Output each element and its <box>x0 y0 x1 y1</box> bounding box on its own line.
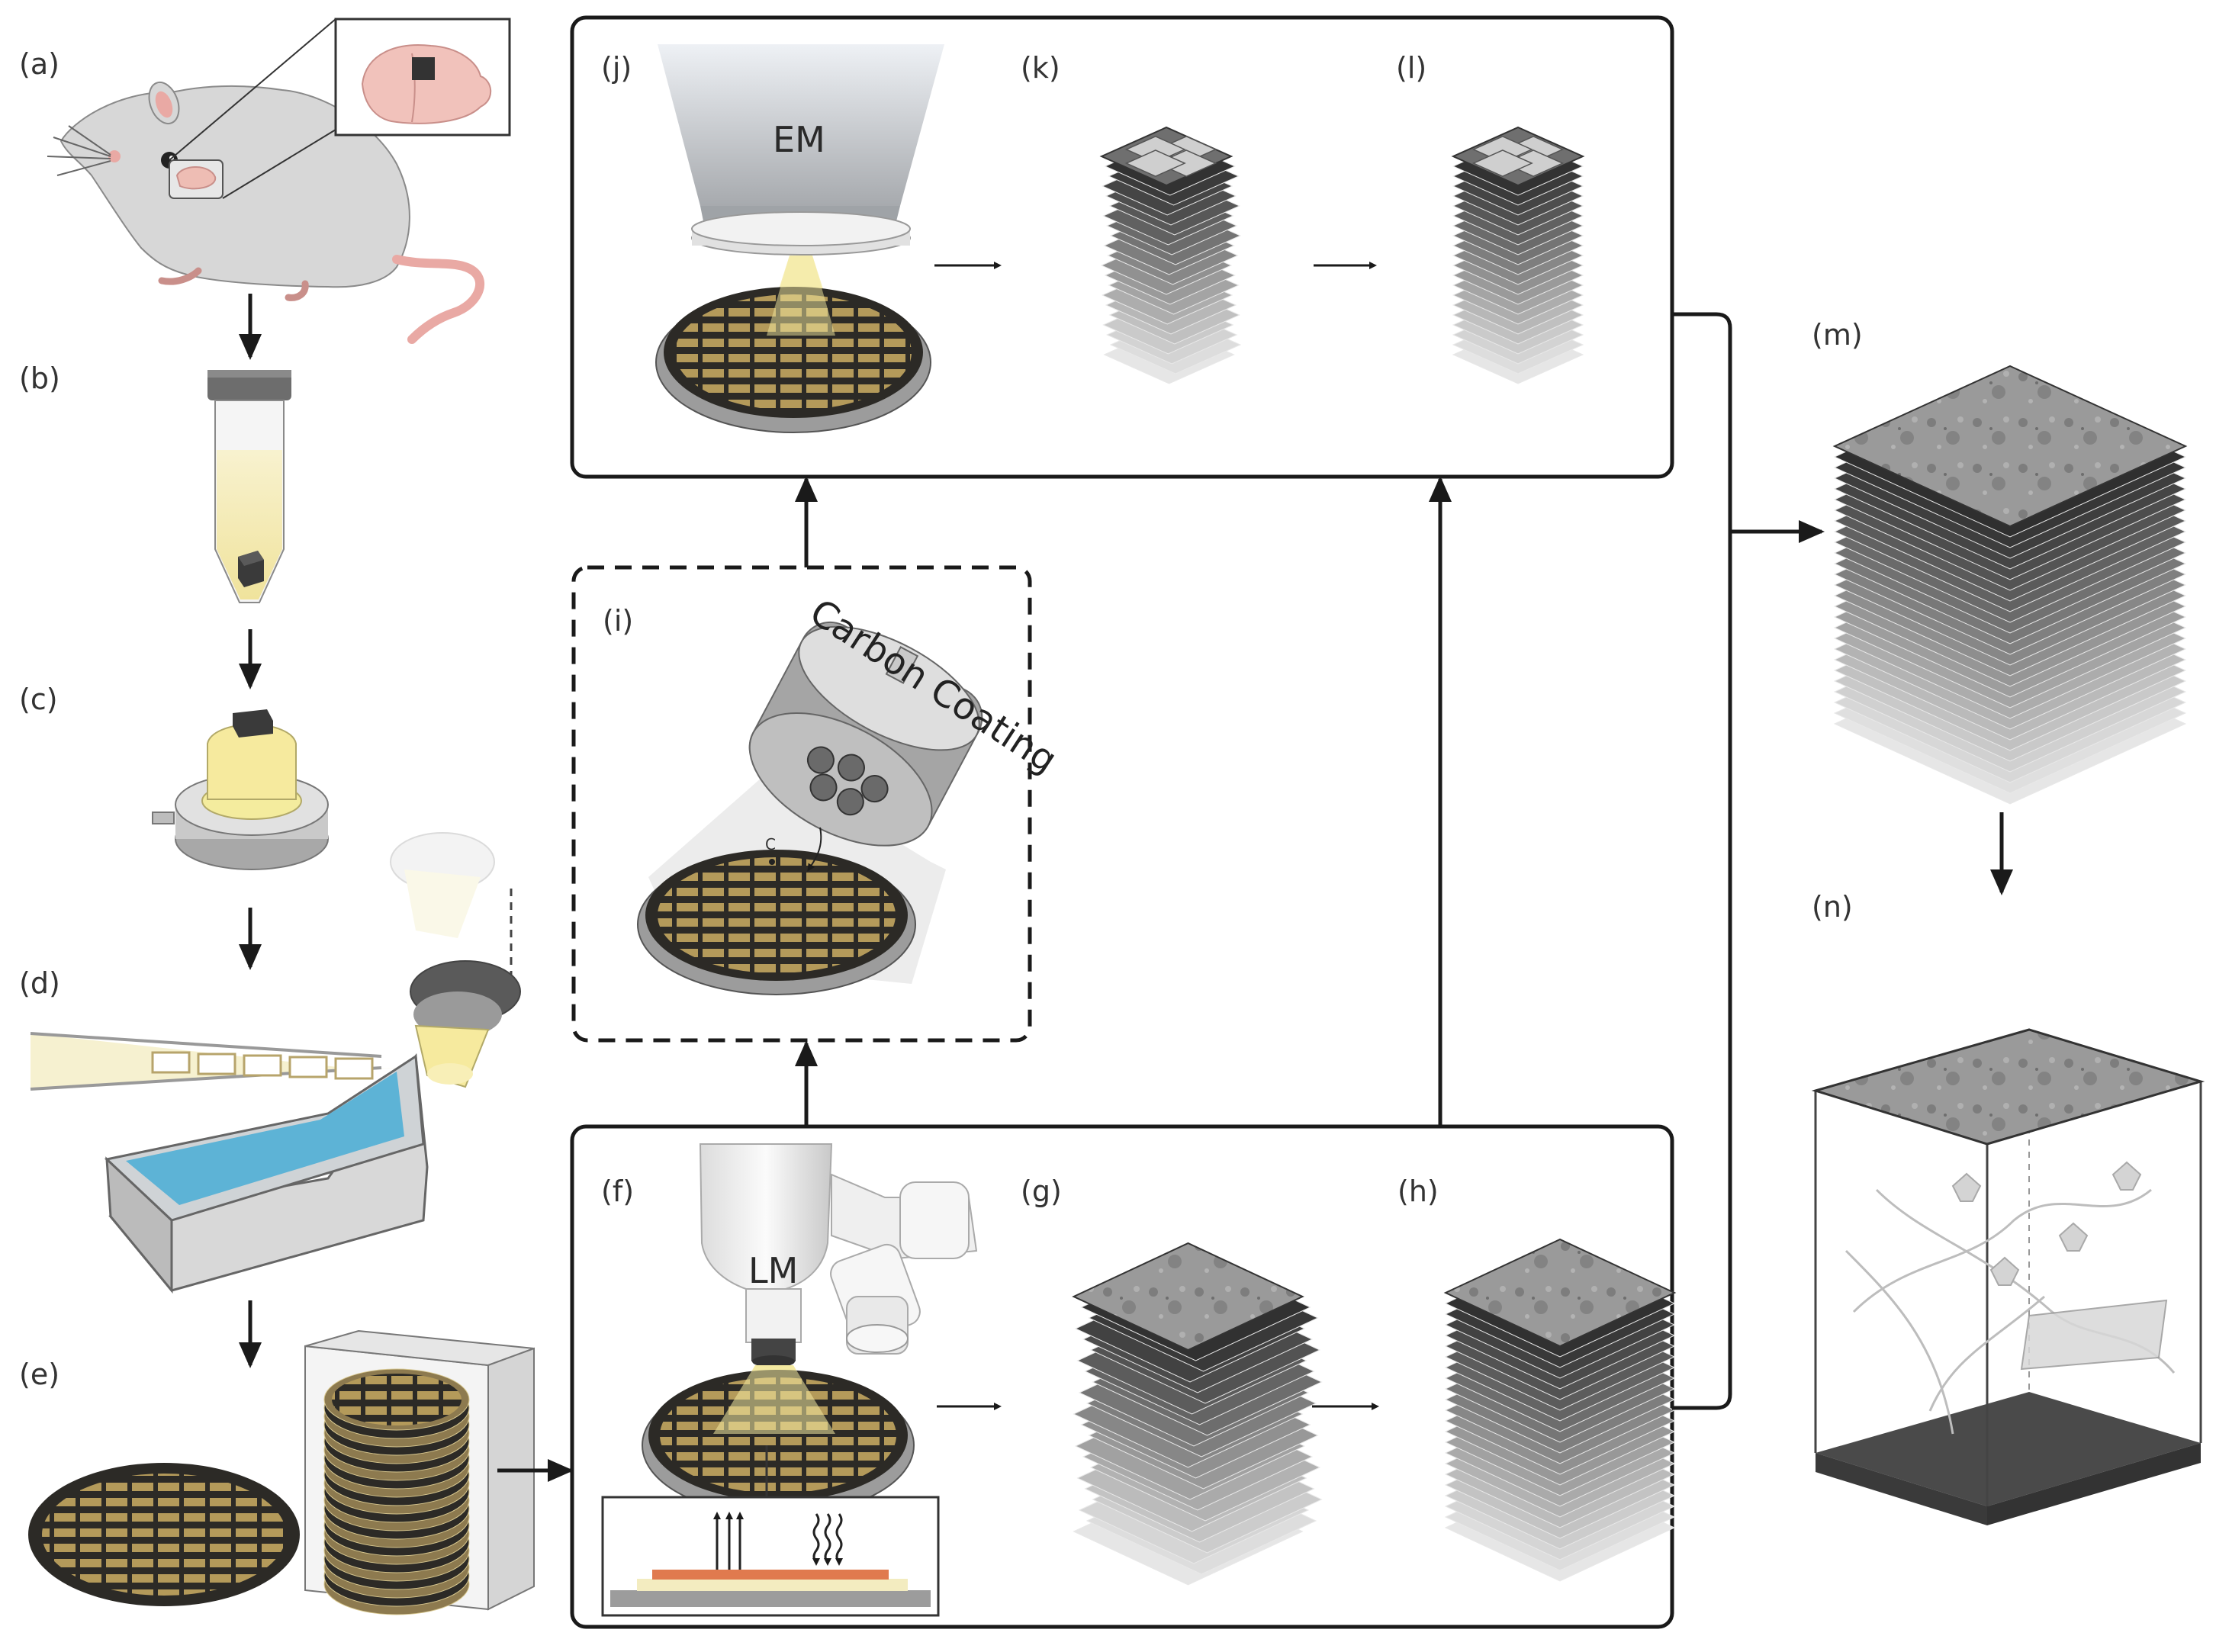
ultramicrotome <box>30 832 521 1294</box>
flow-arrows <box>239 262 2013 1482</box>
connector-to-m <box>1672 312 1732 1410</box>
carbon-coater <box>637 621 983 995</box>
mouse-illustration <box>47 18 511 344</box>
frame-em-imaging <box>570 15 1674 479</box>
panel-label-d: (d) <box>19 966 60 1000</box>
mounted-block <box>152 709 329 870</box>
panel-label-l: (l) <box>1396 51 1427 85</box>
panel-label-n: (n) <box>1812 890 1853 924</box>
panel-label-e: (e) <box>19 1358 60 1391</box>
frame-lm-imaging <box>570 1124 1674 1629</box>
panel-label-j: (j) <box>601 51 632 85</box>
panel-label-k: (k) <box>1021 51 1060 85</box>
em-stack-k <box>1099 126 1242 384</box>
electron-microscope <box>655 44 944 433</box>
resin-tube <box>207 370 291 603</box>
lm-stack-h <box>1443 1238 1677 1582</box>
panel-label-g: (g) <box>1021 1175 1062 1208</box>
panel-label-h: (h) <box>1397 1175 1439 1208</box>
aligned-volume-m <box>1832 365 2188 805</box>
reconstruction-volume <box>1811 1028 2205 1525</box>
silicon-wafer <box>28 1463 300 1606</box>
lm-label: LM <box>748 1250 799 1291</box>
em-stack-l <box>1451 126 1585 384</box>
em-label: EM <box>773 119 825 160</box>
panel-label-i: (i) <box>603 604 634 638</box>
image-stacks <box>323 126 2188 1615</box>
panel-label-f: (f) <box>601 1175 635 1208</box>
panel-label-a: (a) <box>19 47 60 81</box>
lm-stack-g <box>1072 1242 1323 1586</box>
panel-label-m: (m) <box>1812 318 1863 352</box>
wafer-stack <box>323 1368 470 1615</box>
lm-inset <box>601 1496 940 1617</box>
panel-label-b: (b) <box>19 362 60 395</box>
panel-label-c: (c) <box>19 683 58 716</box>
carbon-symbol-label: C <box>765 835 776 853</box>
light-microscope <box>642 1143 978 1516</box>
